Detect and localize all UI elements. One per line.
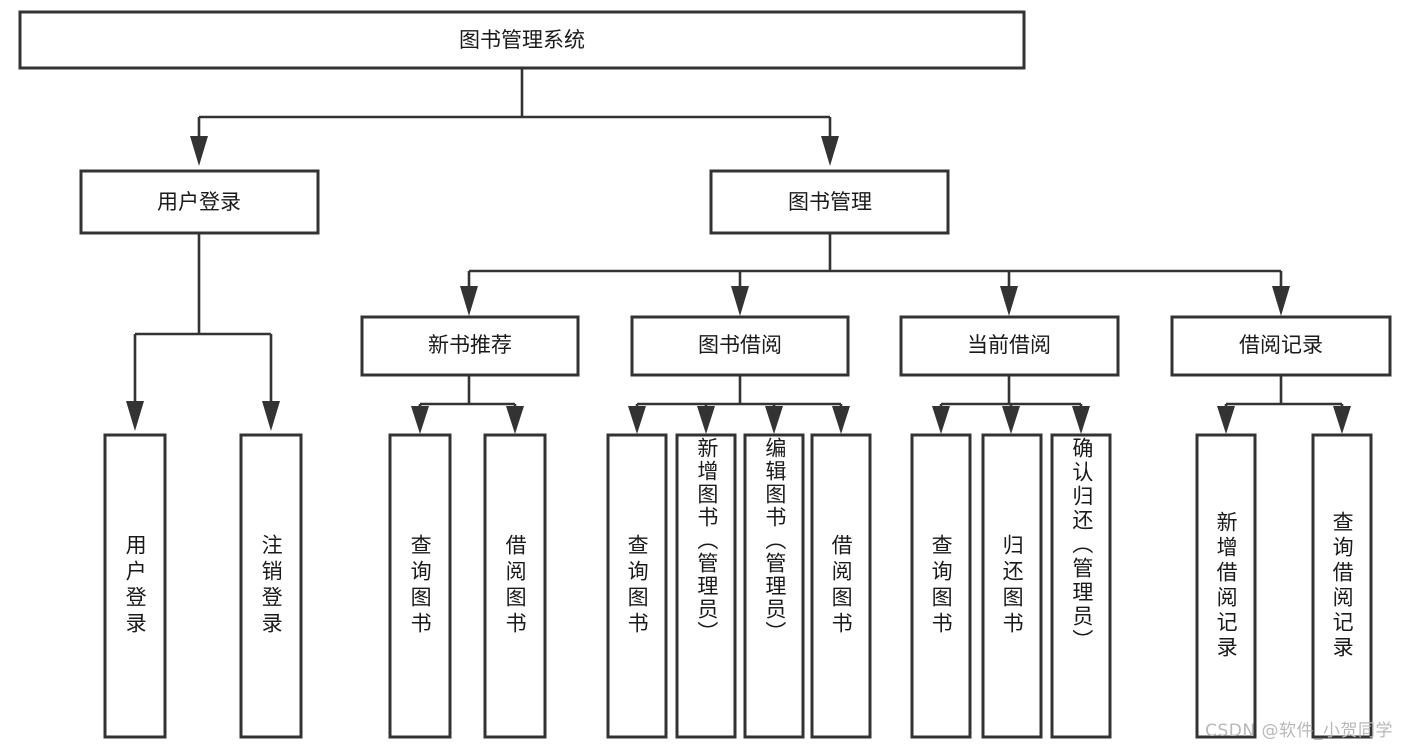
- leaf-text-wrap-current-borrow-2: 归还图书: [1000, 534, 1025, 638]
- node-label-user-login: 用户登录: [157, 190, 241, 214]
- arrow-book-borrow-leaf-1: [628, 406, 646, 434]
- leaf-label-new-book-1: 查询图书: [408, 534, 433, 638]
- node-new-book-recommend[interactable]: 新书推荐: [360, 315, 580, 377]
- leaf-node-book-borrow-4[interactable]: 借阅图书: [810, 433, 872, 739]
- leaf-box-user-login-1[interactable]: [103, 433, 167, 739]
- leaf-text-wrap-book-borrow-2: 新增图书（管理员）: [694, 437, 719, 644]
- node-box-user-login[interactable]: [79, 169, 320, 235]
- leaf-label-new-book-2: 借阅图书: [503, 534, 528, 638]
- arrow-to-borrow-record: [1272, 286, 1290, 316]
- node-system-root[interactable]: 图书管理系统: [18, 10, 1026, 70]
- arrow-current-borrow-leaf-3: [1072, 406, 1090, 434]
- leaf-label-borrow-record-2: 查询借阅记录: [1330, 511, 1355, 661]
- leaf-box-book-borrow-3[interactable]: [743, 433, 805, 739]
- leaf-node-user-login-2[interactable]: 注销登录: [239, 433, 303, 739]
- node-box-new-book-recommend[interactable]: [360, 315, 580, 377]
- arrow-book-borrow-leaf-3: [765, 406, 783, 434]
- leaf-box-new-book-1[interactable]: [388, 433, 452, 739]
- leaf-label-book-borrow-3: 编辑图书（管理员）: [762, 437, 787, 644]
- arrow-user-login-leaf-2: [262, 401, 280, 431]
- leaf-text-wrap-current-borrow-3: 确认归还（管理员）: [1069, 437, 1094, 653]
- leaf-text-wrap-book-borrow-4: 借阅图书: [829, 534, 854, 638]
- leaf-label-book-borrow-4: 借阅图书: [829, 534, 854, 638]
- arrow-to-book-borrow: [731, 286, 749, 316]
- leaf-text-wrap-current-borrow-1: 查询图书: [929, 534, 954, 638]
- node-label-current-borrow: 当前借阅: [967, 333, 1051, 357]
- leaf-text-wrap-book-borrow-3: 编辑图书（管理员）: [762, 437, 787, 644]
- leaf-box-current-borrow-2[interactable]: [981, 433, 1043, 739]
- node-box-borrow-record[interactable]: [1170, 315, 1392, 377]
- node-box-system-root[interactable]: [18, 10, 1026, 70]
- leaf-box-current-borrow-3[interactable]: [1050, 433, 1112, 739]
- leaf-text-wrap-new-book-2: 借阅图书: [503, 534, 528, 638]
- leaf-box-borrow-record-2[interactable]: [1311, 433, 1373, 739]
- leaf-box-book-borrow-1[interactable]: [606, 433, 668, 739]
- arrow-new-book-leaf-1: [411, 406, 429, 434]
- leaf-text-wrap-user-login-1: 用户登录: [123, 534, 148, 638]
- node-borrow-record[interactable]: 借阅记录: [1170, 315, 1392, 377]
- leaf-text-wrap-borrow-record-1: 新增借阅记录: [1214, 511, 1239, 661]
- node-book-management[interactable]: 图书管理: [709, 169, 950, 235]
- leaf-label-current-borrow-2: 归还图书: [1000, 534, 1025, 638]
- leaf-text-wrap-user-login-2: 注销登录: [259, 534, 284, 638]
- node-book-borrow[interactable]: 图书借阅: [630, 315, 850, 377]
- node-user-login[interactable]: 用户登录: [79, 169, 320, 235]
- node-box-book-management[interactable]: [709, 169, 950, 235]
- arrow-current-borrow-leaf-2: [1002, 406, 1020, 434]
- leaf-node-user-login-1[interactable]: 用户登录: [103, 433, 167, 739]
- leaf-node-book-borrow-3[interactable]: 编辑图书（管理员）: [743, 433, 805, 739]
- arrow-user-login-leaf-1: [126, 401, 144, 431]
- arrow-to-book-mgmt: [821, 136, 839, 166]
- leaf-box-borrow-record-1[interactable]: [1195, 433, 1257, 739]
- node-label-system-root: 图书管理系统: [459, 28, 585, 52]
- leaf-label-current-borrow-3: 确认归还（管理员）: [1069, 437, 1094, 653]
- arrow-borrow-record-leaf-1: [1217, 406, 1235, 434]
- arrow-borrow-record-leaf-2: [1333, 406, 1351, 434]
- leaf-text-wrap-borrow-record-2: 查询借阅记录: [1330, 511, 1355, 661]
- arrow-current-borrow-leaf-1: [932, 406, 950, 434]
- leaf-node-borrow-record-2[interactable]: 查询借阅记录: [1311, 433, 1373, 739]
- leaf-node-current-borrow-1[interactable]: 查询图书: [910, 433, 972, 739]
- leaf-label-book-borrow-1: 查询图书: [625, 534, 650, 638]
- arrow-book-borrow-leaf-4: [832, 406, 850, 434]
- leaf-text-wrap-book-borrow-1: 查询图书: [625, 534, 650, 638]
- leaf-node-borrow-record-1[interactable]: 新增借阅记录: [1195, 433, 1257, 739]
- node-current-borrow[interactable]: 当前借阅: [899, 315, 1120, 377]
- leaf-node-current-borrow-3[interactable]: 确认归还（管理员）: [1050, 433, 1112, 739]
- leaf-label-current-borrow-1: 查询图书: [929, 534, 954, 638]
- node-label-borrow-record: 借阅记录: [1239, 333, 1323, 357]
- arrow-to-user-login: [190, 136, 208, 166]
- arrow-to-new-book: [460, 286, 478, 316]
- arrow-new-book-leaf-2: [506, 406, 524, 434]
- node-label-book-borrow: 图书借阅: [698, 333, 782, 357]
- leaf-node-current-borrow-2[interactable]: 归还图书: [981, 433, 1043, 739]
- arrow-book-borrow-leaf-2: [697, 406, 715, 434]
- leaf-node-book-borrow-2[interactable]: 新增图书（管理员）: [675, 433, 737, 739]
- node-label-new-book-recommend: 新书推荐: [428, 333, 512, 357]
- leaf-label-borrow-record-1: 新增借阅记录: [1214, 511, 1239, 661]
- node-box-current-borrow[interactable]: [899, 315, 1120, 377]
- leaf-text-wrap-new-book-1: 查询图书: [408, 534, 433, 638]
- node-box-book-borrow[interactable]: [630, 315, 850, 377]
- leaf-label-user-login-1: 用户登录: [123, 534, 148, 638]
- leaf-box-book-borrow-2[interactable]: [675, 433, 737, 739]
- leaf-label-book-borrow-2: 新增图书（管理员）: [694, 437, 719, 644]
- node-label-book-management: 图书管理: [788, 190, 872, 214]
- leaf-node-book-borrow-1[interactable]: 查询图书: [606, 433, 668, 739]
- leaf-box-new-book-2[interactable]: [483, 433, 547, 739]
- leaf-box-current-borrow-1[interactable]: [910, 433, 972, 739]
- leaf-box-user-login-2[interactable]: [239, 433, 303, 739]
- leaf-label-user-login-2: 注销登录: [259, 534, 284, 638]
- leaf-node-new-book-2[interactable]: 借阅图书: [483, 433, 547, 739]
- connector-layer: [126, 68, 1351, 434]
- leaf-node-new-book-1[interactable]: 查询图书: [388, 433, 452, 739]
- leaf-box-book-borrow-4[interactable]: [810, 433, 872, 739]
- arrow-to-current-borrow: [1000, 286, 1018, 316]
